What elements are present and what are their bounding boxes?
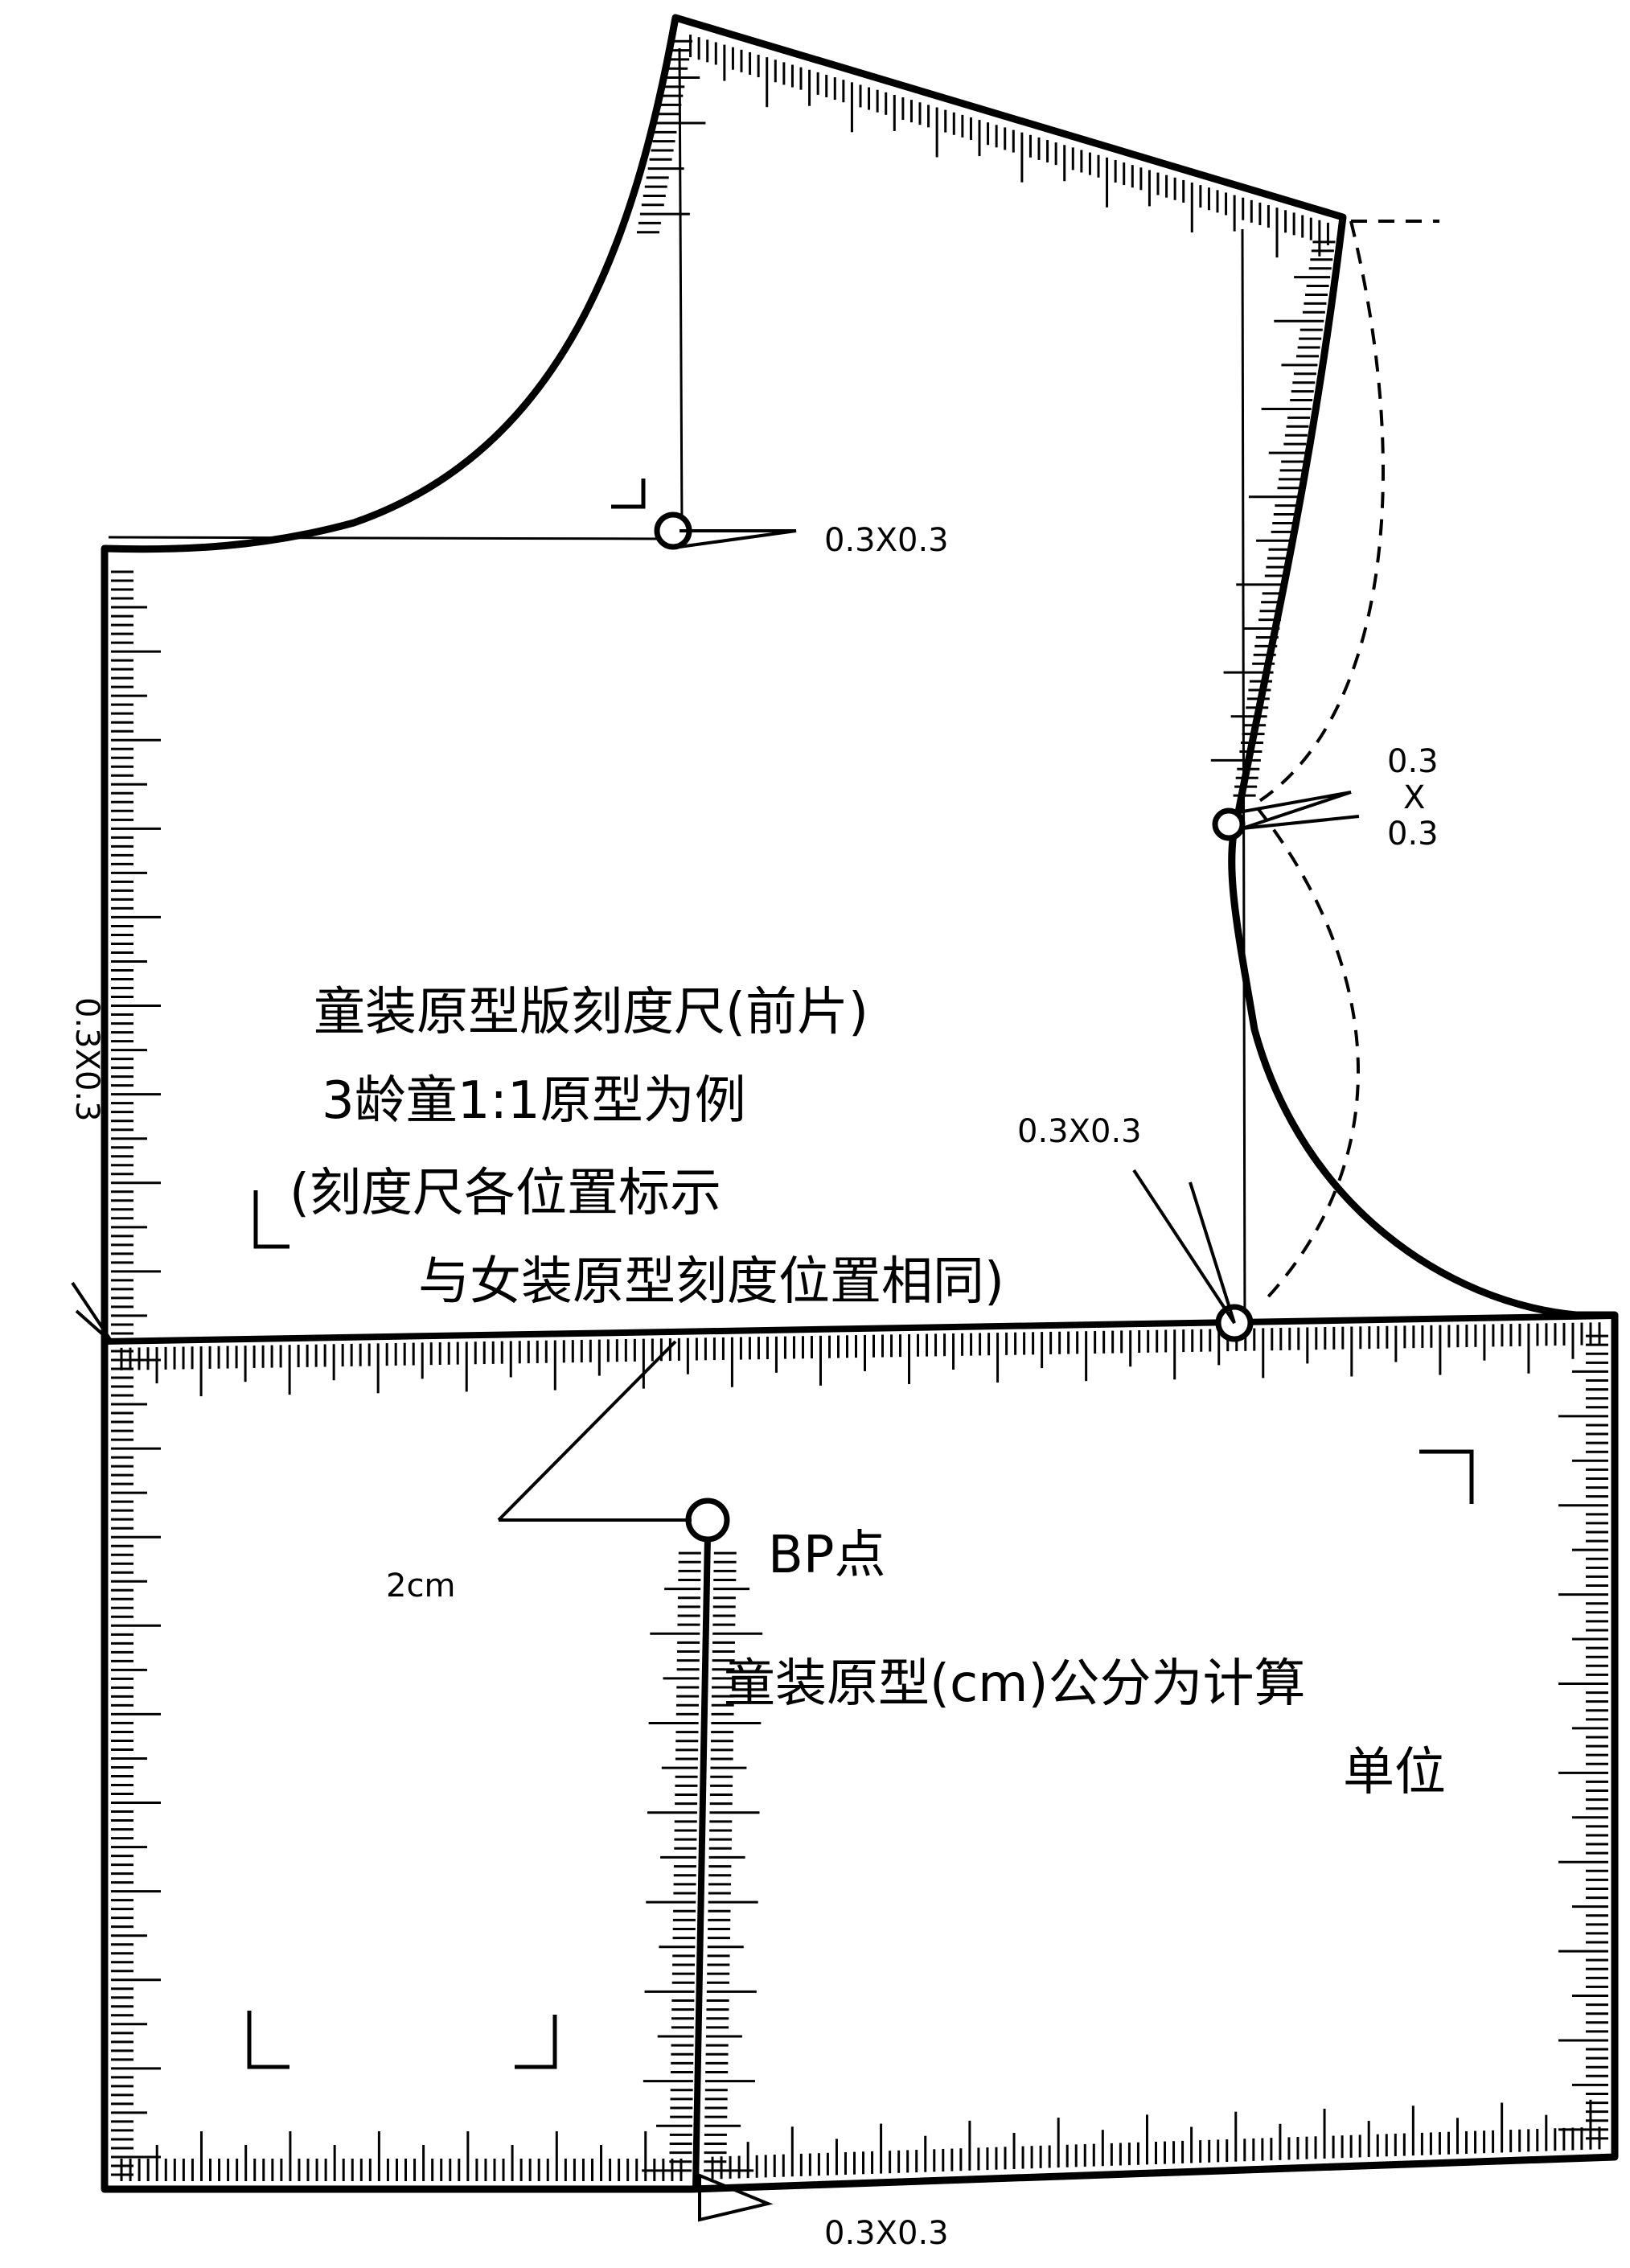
dart-offset-label: 2cm xyxy=(386,1567,455,1604)
underarm-annotation: 0.3X0.3 xyxy=(1017,1113,1142,1150)
armhole-guide-dashed xyxy=(1252,220,1439,1305)
bust-line xyxy=(104,1313,1616,1345)
center-front-annotation: 0.3X0.3 xyxy=(68,997,105,1122)
bp-point-marker xyxy=(685,1498,730,1543)
bp-point-label: BP点 xyxy=(768,1526,886,1585)
dart-line xyxy=(692,1535,711,2190)
neck-horizontal-guide xyxy=(108,536,668,540)
armhole-annotation-2: 0.3 xyxy=(1387,816,1439,853)
hem-annotation: 0.3X0.3 xyxy=(824,2215,949,2252)
title-line-3: (刻度尺各位置标示 xyxy=(289,1164,721,1223)
leader-lines xyxy=(71,529,1360,2222)
armhole-annotation-1: 0.3 xyxy=(1387,743,1439,780)
ruler-ticks xyxy=(111,35,1608,2181)
title-block: 童装原型版刻度尺(前片) 3龄童1:1原型为例 (刻度尺各位置标示 与女装原型刻… xyxy=(289,983,1004,1312)
unit-note-line-2: 单位 xyxy=(1343,1743,1446,1802)
neck-guide-line xyxy=(678,47,684,528)
shoulder-guide-line xyxy=(1241,228,1246,1336)
title-line-4: 与女装原型刻度位置相同) xyxy=(418,1252,1004,1312)
title-line-1: 童装原型版刻度尺(前片) xyxy=(314,983,868,1042)
title-line-2: 3龄童1:1原型为例 xyxy=(322,1071,746,1131)
armhole-point-marker xyxy=(1212,807,1246,841)
pattern-outline xyxy=(101,14,1619,2193)
armhole-annotation-x: X xyxy=(1403,779,1425,816)
neck-corner-annotation: 0.3X0.3 xyxy=(824,522,949,559)
corner-marks xyxy=(247,479,1474,2069)
marker-circles xyxy=(654,512,1254,1543)
unit-note-line-1: 童装原型(cm)公分为计算 xyxy=(724,1654,1305,1714)
